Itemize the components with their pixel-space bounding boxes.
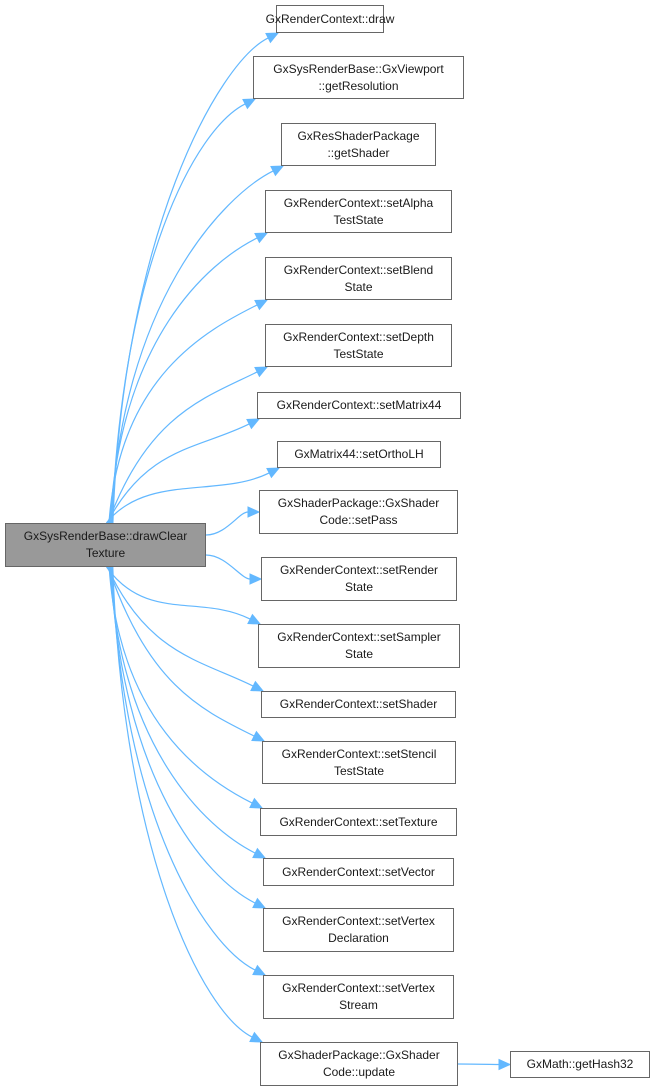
arrowhead-icon xyxy=(247,613,262,625)
arrowhead-icon xyxy=(265,32,280,44)
node-label-line: Texture xyxy=(85,546,126,560)
arrowhead-icon xyxy=(242,98,257,110)
edge-root-to-setTexture xyxy=(108,566,253,804)
node-label-line: Code::update xyxy=(322,1065,396,1079)
edge-root-to-setShader xyxy=(106,566,254,687)
node-label-line: GxShaderPackage::GxShader xyxy=(277,496,440,510)
node-draw[interactable]: GxRenderContext::draw xyxy=(266,5,394,33)
arrowhead-icon xyxy=(247,506,261,518)
node-setblendstate[interactable]: GxRenderContext::setBlend State xyxy=(265,257,452,300)
node-label-line: GxRenderContext::setShader xyxy=(279,697,438,711)
arrowhead-icon xyxy=(266,467,281,479)
arrowhead-icon xyxy=(252,897,267,909)
node-update[interactable]: GxShaderPackage::GxShader Code::update xyxy=(260,1042,458,1086)
edge-root-to-getShader xyxy=(110,170,274,524)
arrowhead-icon xyxy=(498,1058,512,1071)
node-settexture[interactable]: GxRenderContext::setTexture xyxy=(260,808,457,836)
node-label-line: GxRenderContext::draw xyxy=(265,11,395,26)
arrowhead-icon xyxy=(270,165,285,177)
node-label-line: GxRenderContext::setDepth xyxy=(283,329,434,344)
edge-root-to-setVector xyxy=(109,566,256,854)
node-label-line: GxRenderContext::setVector xyxy=(282,864,435,879)
edge-update-to-getHash32 xyxy=(457,1063,500,1066)
node-setalphateststate[interactable]: GxRenderContext::setAlpha TestState xyxy=(265,190,452,233)
node-setvertexstream[interactable]: GxRenderContext::setVertex Stream xyxy=(263,975,454,1019)
node-label-line: GxRenderContext::setMatrix44 xyxy=(276,398,442,412)
edge-root-to-setDepthTestState xyxy=(107,371,258,524)
node-setdepthteststate[interactable]: GxRenderContext::setDepth TestState xyxy=(265,324,452,367)
arrowhead-icon xyxy=(252,847,267,859)
node-getshader[interactable]: GxResShaderPackage ::getShader xyxy=(281,123,436,166)
edge-root-to-setAlphaTestState xyxy=(109,237,258,524)
arrowhead-icon xyxy=(251,730,266,742)
node-label-line: GxShaderPackage::GxShader xyxy=(278,1048,440,1062)
node-label-line: TestState xyxy=(333,763,385,778)
node-label-line: GxRenderContext::setSampler xyxy=(277,630,441,644)
node-label-line: ::getShader xyxy=(327,145,390,160)
arrowhead-icon xyxy=(250,680,265,692)
arrowhead-icon xyxy=(249,797,264,809)
edge-root-to-setPass xyxy=(205,511,249,536)
edge-root-to-setRenderState xyxy=(205,554,251,580)
node-label-line: GxMatrix44::setOrthoLH xyxy=(294,447,424,461)
node-setrenderstate[interactable]: GxRenderContext::setRender State xyxy=(261,557,457,601)
node-label-line: State xyxy=(344,279,373,294)
node-label-line: GxRenderContext::setAlpha xyxy=(283,195,434,210)
node-label-line: ::getResolution xyxy=(318,78,399,93)
arrowhead-icon xyxy=(246,418,261,430)
node-label-line: GxRenderContext::setStencil xyxy=(281,746,437,761)
node-label-line: Declaration xyxy=(328,931,389,945)
node-label-line: GxResShaderPackage xyxy=(297,128,420,143)
node-label-line: Code::setPass xyxy=(319,513,398,527)
edge-root-to-getResolution xyxy=(111,103,246,524)
edge-root-to-draw xyxy=(112,37,269,524)
arrowhead-icon xyxy=(249,1031,264,1043)
arrowhead-icon xyxy=(252,964,267,976)
edge-root-to-setVertexStream xyxy=(111,566,256,971)
node-setpass[interactable]: GxShaderPackage::GxShader Code::setPass xyxy=(259,490,458,534)
node-root-drawcleartexture[interactable]: GxSysRenderBase::drawClear Texture xyxy=(5,523,206,567)
arrowhead-icon xyxy=(254,232,269,244)
node-label-line: State xyxy=(344,580,374,594)
arrowhead-icon xyxy=(254,366,269,378)
node-setortholh[interactable]: GxMatrix44::setOrthoLH xyxy=(277,441,441,468)
node-setvertexdeclaration[interactable]: GxRenderContext::setVertex Declaration xyxy=(263,908,454,952)
arrowhead-icon xyxy=(249,573,263,585)
node-label-line: GxMath::getHash32 xyxy=(526,1057,634,1071)
node-label-line: GxRenderContext::setRender xyxy=(279,563,439,577)
edge-root-to-setMatrix44 xyxy=(106,423,250,524)
node-label-line: GxRenderContext::setBlend xyxy=(283,262,434,277)
node-setvector[interactable]: GxRenderContext::setVector xyxy=(263,858,454,886)
edge-root-to-setStencilTestState xyxy=(107,566,255,737)
node-getresolution[interactable]: GxSysRenderBase::GxViewport ::getResolut… xyxy=(253,56,464,99)
node-label-line: TestState xyxy=(333,346,384,361)
node-label-line: GxRenderContext::setTexture xyxy=(279,814,438,829)
node-label-line: GxRenderContext::setVertex xyxy=(282,981,435,995)
node-setsamplerstate[interactable]: GxRenderContext::setSampler State xyxy=(258,624,460,668)
edge-root-to-setOrthoLH xyxy=(105,472,270,524)
node-label-line: GxSysRenderBase::drawClear xyxy=(23,529,188,543)
node-gethash32[interactable]: GxMath::getHash32 xyxy=(510,1051,650,1078)
node-label-line: GxRenderContext::setVertex xyxy=(282,914,435,928)
node-label-line: GxSysRenderBase::GxViewport xyxy=(273,61,444,76)
edge-root-to-update xyxy=(112,566,253,1038)
node-setshader[interactable]: GxRenderContext::setShader xyxy=(261,691,456,718)
edge-root-to-setVertexDeclaration xyxy=(110,566,256,904)
node-label-line: Stream xyxy=(339,998,378,1012)
node-setstencilteststate[interactable]: GxRenderContext::setStencil TestState xyxy=(262,741,456,784)
node-label-line: State xyxy=(344,647,374,661)
edge-root-to-setSamplerState xyxy=(106,566,251,620)
node-label-line: TestState xyxy=(333,212,384,227)
edge-root-to-setBlendState xyxy=(108,304,258,524)
node-setmatrix44[interactable]: GxRenderContext::setMatrix44 xyxy=(257,392,461,419)
arrowhead-icon xyxy=(254,299,269,311)
